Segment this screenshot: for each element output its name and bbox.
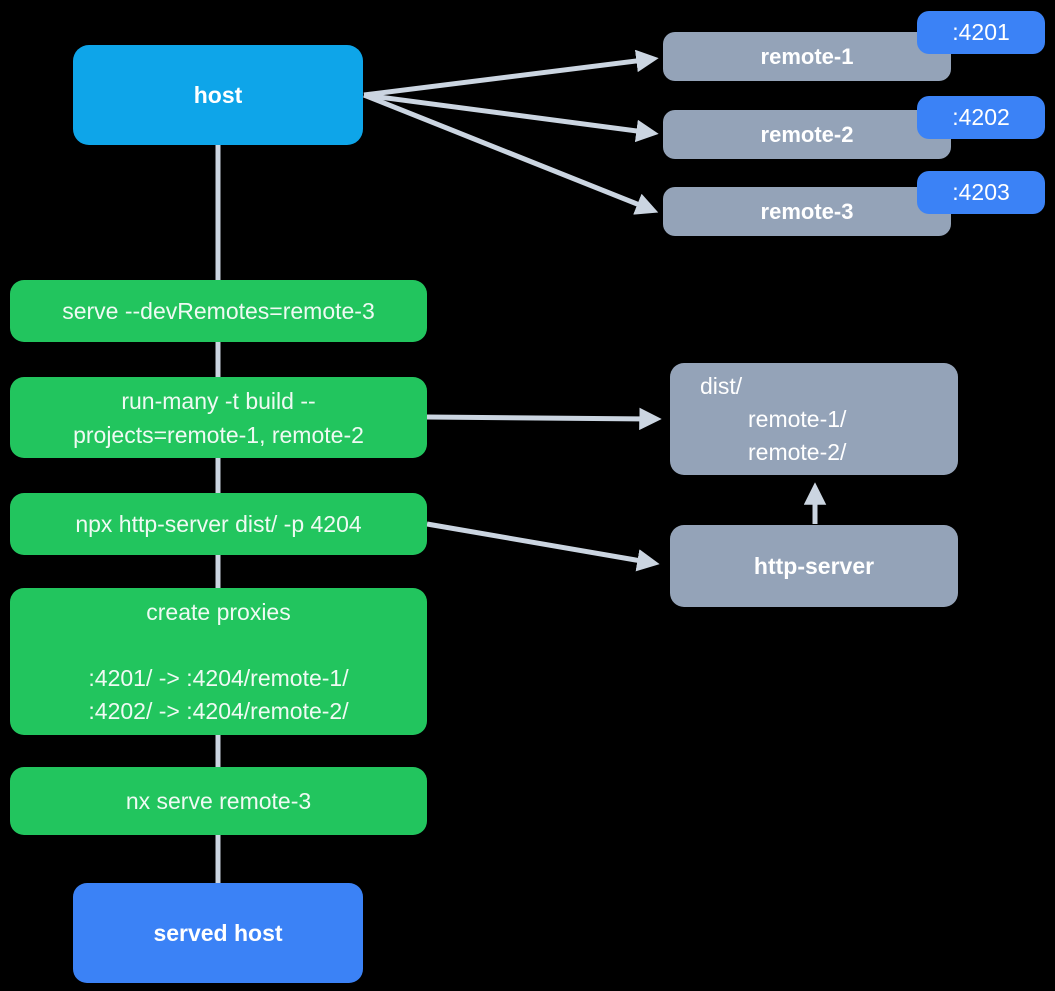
served-host-label: served host	[153, 919, 283, 946]
command-nx-serve-remote-3: nx serve remote-3	[10, 767, 427, 835]
remote-2-node: remote-2	[663, 110, 951, 159]
http-server-node: http-server	[670, 525, 958, 607]
command-run-many-line-2: projects=remote-1, remote-2	[73, 421, 364, 448]
dist-folder-node: dist/ remote-1/ remote-2/	[670, 363, 958, 475]
served-host-node: served host	[73, 883, 363, 983]
proxy-mapping-4201: :4201/ -> :4204/remote-1/	[88, 664, 349, 691]
dist-root-label: dist/	[700, 372, 743, 399]
remote-3-node: remote-3	[663, 187, 951, 236]
port-badge-4202-label: :4202	[952, 104, 1010, 130]
proxy-mapping-4202: :4202/ -> :4204/remote-2/	[88, 697, 349, 724]
host-node: host	[73, 45, 363, 145]
remote-2-label: remote-2	[760, 121, 854, 147]
arrow-host-to-remote-3	[363, 92, 659, 215]
remote-3-label: remote-3	[760, 198, 854, 224]
http-server-label: http-server	[753, 552, 875, 579]
arrow-run-many-to-dist	[426, 407, 662, 431]
arrow-host-to-remote-1	[363, 49, 659, 98]
command-serve-devremotes-text: serve --devRemotes=remote-3	[62, 298, 375, 324]
command-npx-http-server: npx http-server dist/ -p 4204	[10, 493, 427, 555]
dist-child-remote-1: remote-1/	[748, 405, 847, 432]
port-badge-4201-label: :4201	[952, 19, 1010, 45]
command-create-proxies-title: create proxies	[146, 598, 291, 625]
arrow-http-server-cmd-to-http-server	[426, 521, 660, 572]
port-badge-4203-label: :4203	[952, 179, 1010, 205]
dist-child-remote-2: remote-2/	[748, 438, 847, 465]
remote-1-node: remote-1	[663, 32, 951, 81]
command-run-many-line-1: run-many -t build --	[121, 387, 316, 414]
arrow-host-to-remote-2	[363, 92, 659, 143]
port-badge-4201: :4201	[917, 11, 1045, 54]
command-nx-serve-remote-3-text: nx serve remote-3	[125, 788, 312, 814]
command-run-many-build: run-many -t build -- projects=remote-1, …	[10, 377, 427, 458]
command-npx-http-server-text: npx http-server dist/ -p 4204	[75, 511, 362, 537]
command-serve-devremotes: serve --devRemotes=remote-3	[10, 280, 427, 342]
remote-1-label: remote-1	[760, 43, 854, 69]
port-badge-4203: :4203	[917, 171, 1045, 214]
host-label: host	[193, 81, 243, 108]
port-badge-4202: :4202	[917, 96, 1045, 139]
command-create-proxies: create proxies :4201/ -> :4204/remote-1/…	[10, 588, 427, 735]
